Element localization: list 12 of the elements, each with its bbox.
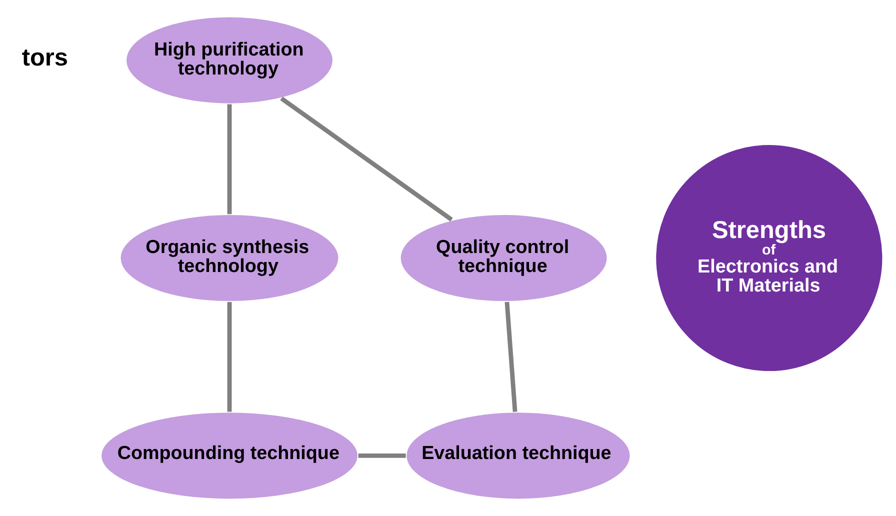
node-circle: Strengths of Electronics and IT Materials [654,143,884,373]
node-ellipse: High purification technology [124,16,334,105]
connector [358,453,406,458]
label: tors [22,44,68,72]
connector [504,302,518,412]
connector [227,302,232,412]
connector [227,104,232,214]
node-ellipse: Quality control technique [399,213,608,303]
node-ellipse: Organic synthesis technology [119,213,340,303]
node-ellipse: Evaluation technique [405,411,632,500]
node-ellipse: Compounding technique [100,411,360,500]
connector [280,96,453,222]
